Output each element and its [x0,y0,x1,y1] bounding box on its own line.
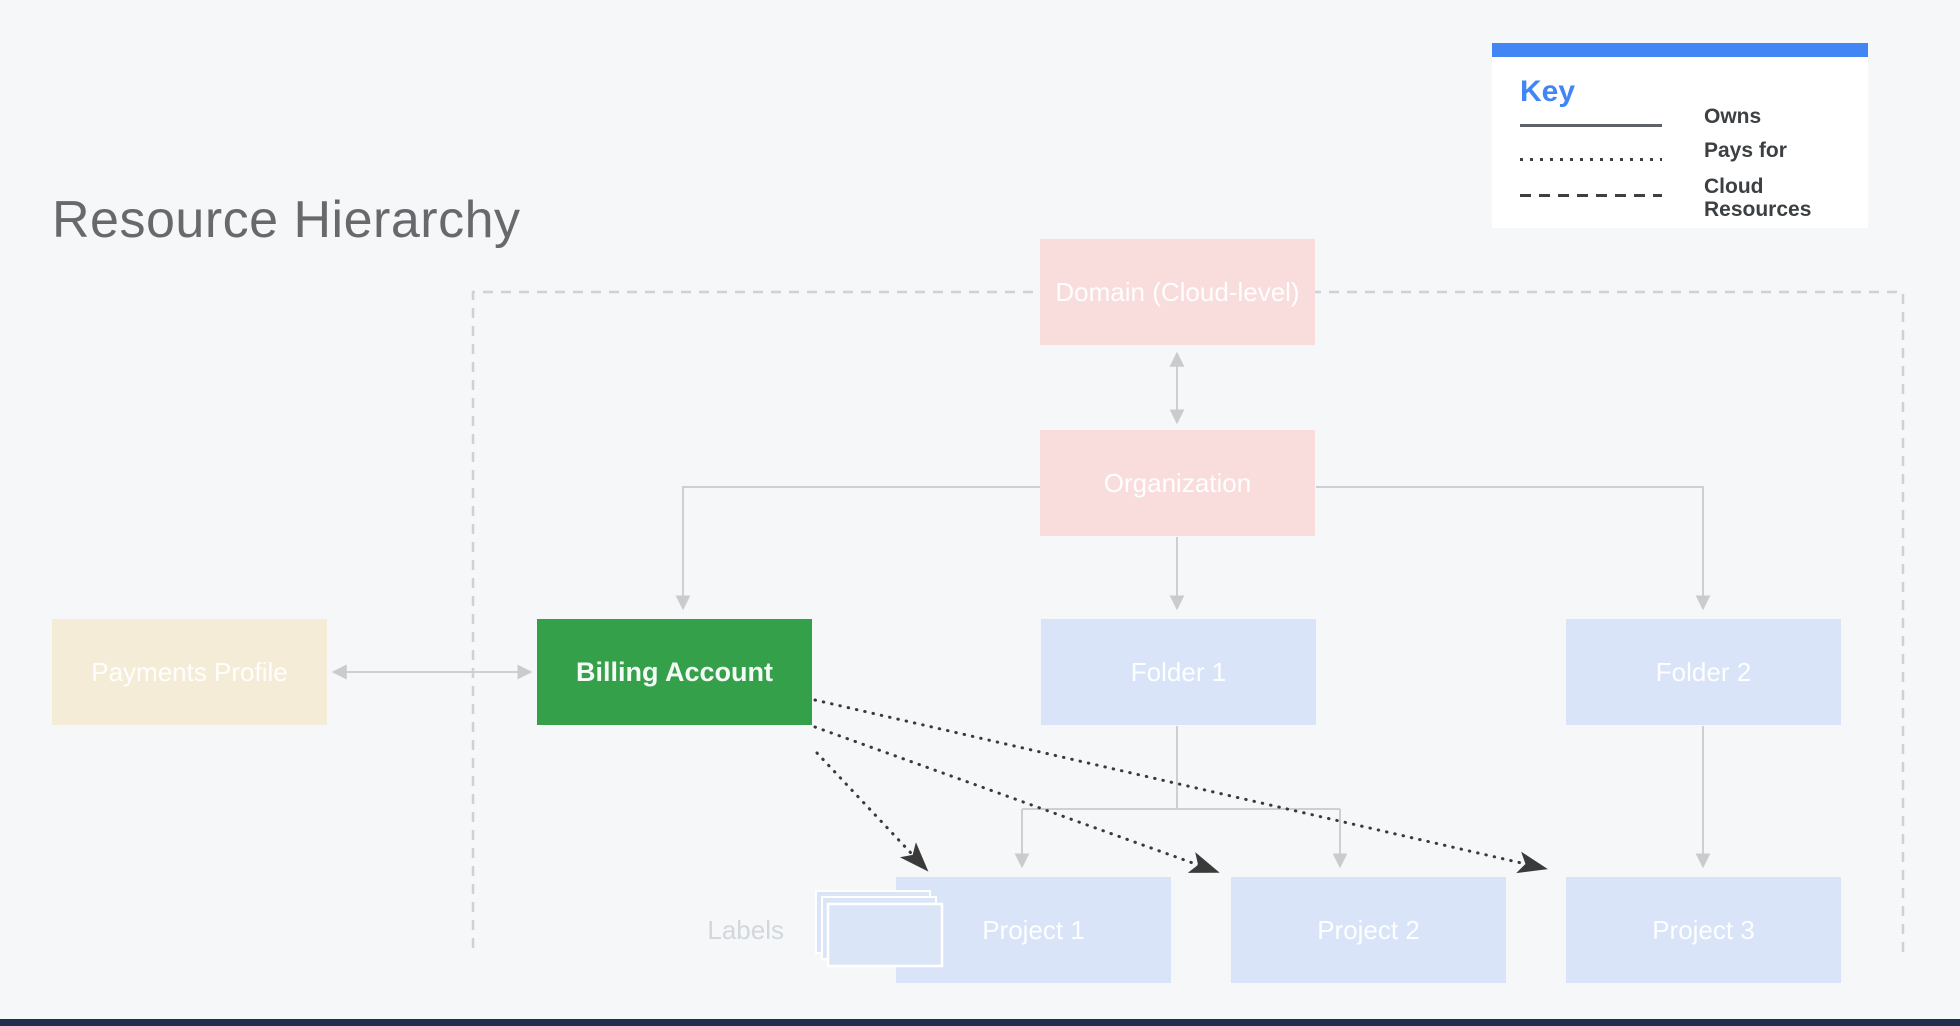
node-payments-profile: Payments Profile [52,619,327,725]
node-folder-1: Folder 1 [1041,619,1316,725]
arrow-billing-project3 [813,698,1548,874]
arrow-billing-project2 [813,725,1220,873]
page-title: Resource Hierarchy [52,191,521,249]
legend-heading: Key [1520,75,1576,108]
arrow-billing-project1 [815,751,929,872]
node-project-2: Project 2 [1231,877,1506,983]
node-project-3: Project 3 [1566,877,1841,983]
legend-accent-bar [1492,43,1868,57]
owns-connectors [331,351,1711,869]
arrow-organization-billing [675,486,1040,611]
legend-label-cloud-resources: Cloud Resources [1704,175,1812,222]
labels-caption: Labels [707,915,784,945]
legend-solid-line-sample [1520,124,1662,127]
node-project-1: Project 1 [896,877,1171,983]
node-domain: Domain (Cloud-level) [1040,239,1315,345]
node-billing-account: Billing Account [537,619,812,725]
pays-for-connectors [813,698,1548,874]
arrow-organization-folder2 [1316,486,1711,611]
node-folder-2: Folder 2 [1566,619,1841,725]
node-organization: Organization [1040,430,1315,536]
bottom-bar [0,1019,1960,1026]
legend-label-pays-for: Pays for [1704,139,1787,162]
legend-label-owns: Owns [1704,105,1762,128]
legend-dashed-line-sample [1520,194,1662,197]
legend-dotted-line-sample [1520,158,1662,161]
legend-panel: Key Owns Pays for Cloud Resources [1492,43,1868,228]
